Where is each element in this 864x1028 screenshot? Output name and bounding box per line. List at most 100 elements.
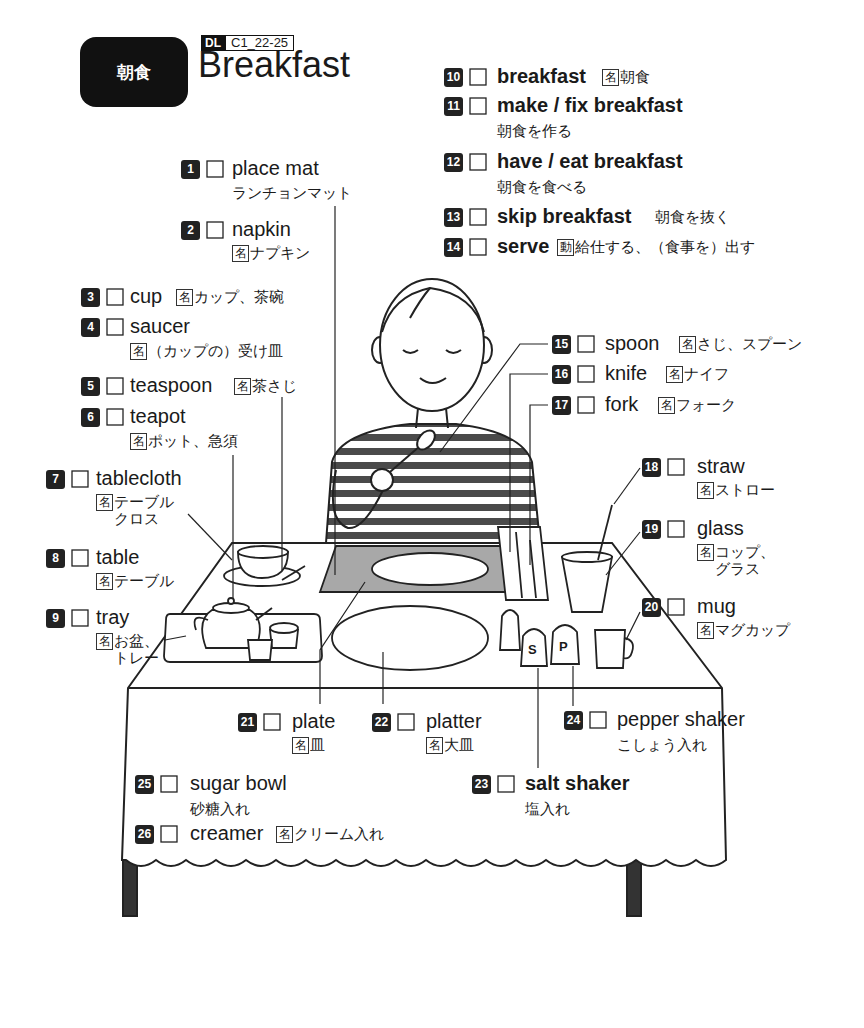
checkbox [578,366,594,382]
checkbox [668,459,684,475]
term-label: sugar bowl [190,772,287,795]
callout-number: 7 [46,470,65,489]
part-of-speech-mark: 名 [232,245,249,262]
part-of-speech-mark: 名 [96,573,113,590]
checkbox [161,826,177,842]
phrase-label: skip breakfast [497,205,632,228]
checkbox [470,209,486,225]
checkbox [207,222,223,238]
callout-number: 10 [444,68,463,87]
callout-number: 3 [81,288,100,307]
callout-number: 23 [472,775,491,794]
phrase-label: make / fix breakfast [497,94,683,117]
japanese-gloss: 茶さじ [252,377,297,394]
term-label: glass [697,517,744,540]
japanese-gloss: ストロー [715,481,775,498]
checkbox [107,319,123,335]
japanese-gloss: コップ、 グラス [715,543,779,578]
checkbox [578,336,594,352]
leader-lines [165,206,640,768]
japanese-gloss: フォーク [676,396,736,413]
callout-number: 13 [444,208,463,227]
person-figure [326,279,540,543]
term-label: creamer [190,822,263,845]
japanese-gloss: 朝食 [620,68,650,85]
japanese-gloss: お盆、 トレー [114,632,166,667]
term-label: cup [130,285,162,308]
term-label: mug [697,595,736,618]
japanese-gloss: 大皿 [444,736,474,753]
japanese-gloss: 塩入れ [525,800,570,817]
phrase-label: have / eat breakfast [497,150,683,173]
japanese-gloss: ポット、急須 [148,432,238,449]
callout-number: 12 [444,153,463,172]
japanese-gloss: テーブル クロス [114,493,186,528]
checkbox [470,98,486,114]
part-of-speech-mark: 名 [292,737,309,754]
checkboxes [72,69,684,842]
phrase-label: breakfast [497,65,586,88]
callout-number: 25 [135,775,154,794]
callout-number: 16 [552,365,571,384]
phrase-label: serve [497,235,549,258]
term-label: tablecloth [96,467,182,490]
dl-mark: DL [201,35,225,51]
callout-number: 6 [81,408,100,427]
term-label: pepper shaker [617,708,745,731]
checkbox [207,161,223,177]
japanese-gloss: テーブル [114,572,174,589]
japanese-gloss: 給仕する、（食事を）出す [575,238,755,255]
japanese-gloss: 朝食を抜く [655,208,730,225]
checkbox [107,289,123,305]
checkbox [470,239,486,255]
checkbox [72,550,88,566]
part-of-speech-mark: 名 [176,289,193,306]
part-of-speech-mark: 名 [96,494,113,511]
checkbox [72,471,88,487]
checkbox [668,521,684,537]
term-label: spoon [605,332,660,355]
checkbox [107,409,123,425]
checkbox [498,776,514,792]
page-title: Breakfast [198,47,350,83]
callout-number: 20 [642,598,661,617]
checkbox [590,712,606,728]
callout-number: 4 [81,318,100,337]
part-of-speech-mark: 名 [96,633,113,650]
term-label: fork [605,393,638,416]
japanese-gloss: 朝食を食べる [497,178,587,195]
part-of-speech-mark: 動 [557,239,574,256]
term-label: teapot [130,405,186,428]
part-of-speech-mark: 名 [130,343,147,360]
callout-number: 26 [135,825,154,844]
japanese-gloss: こしょう入れ [617,736,707,753]
callout-number: 14 [444,238,463,257]
callout-number: 9 [46,609,65,628]
callout-number: 5 [81,377,100,396]
japanese-gloss: 砂糖入れ [190,800,250,817]
callout-number: 2 [181,221,200,240]
callout-number: 1 [181,160,200,179]
part-of-speech-mark: 名 [276,826,293,843]
part-of-speech-mark: 名 [697,622,714,639]
callout-number: 11 [444,97,463,116]
badge-text: 朝食 [117,61,151,84]
japanese-gloss: 皿 [310,736,325,753]
term-label: saucer [130,315,190,338]
japanese-gloss: クリーム入れ [294,825,384,842]
term-label: place mat [232,157,319,180]
japanese-gloss: ランチョンマット [232,184,352,201]
checkbox [161,776,177,792]
part-of-speech-mark: 名 [697,544,714,561]
checkbox [470,154,486,170]
shaker-letter: S [528,643,537,658]
part-of-speech-mark: 名 [426,737,443,754]
part-of-speech-mark: 名 [697,482,714,499]
japanese-gloss: ナイフ [684,365,729,382]
tableware [164,505,633,670]
callout-number: 8 [46,549,65,568]
callout-number: 21 [238,713,257,732]
callout-number: 24 [564,711,583,730]
phrase-label: salt shaker [525,772,630,795]
japanese-gloss: （カップの）受け皿 [148,342,283,359]
